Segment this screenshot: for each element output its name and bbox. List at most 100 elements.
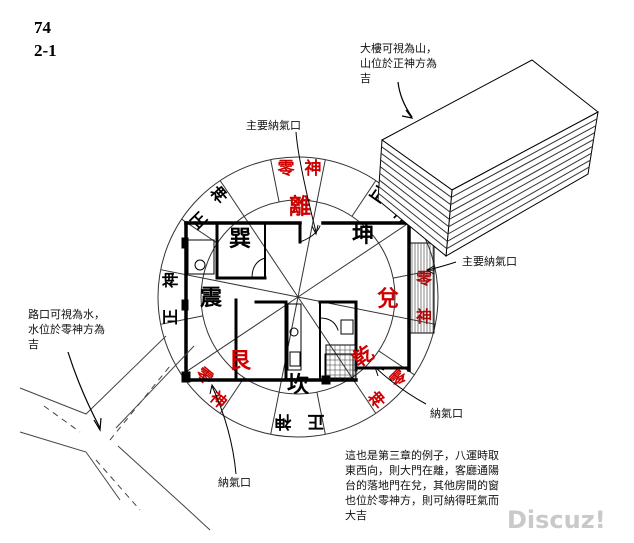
building-floor-line: [381, 146, 452, 198]
ring-label-top-left-char1: 正: [186, 208, 211, 233]
patio-grid: [325, 344, 357, 381]
annotation-inlet-bottom-right: 納氣口: [430, 406, 463, 420]
caption: 這也是第三章的例子，八運時取 東西向，則大門在離，客廳通陽 台的落地門在兌，其他…: [345, 448, 499, 522]
compass-spokes: [160, 159, 436, 435]
ring-label-top-left: 正 神: [186, 182, 232, 233]
road-centerline-3: [95, 459, 141, 511]
door-swing-bath: [319, 317, 339, 331]
annotation-building-line1: 大樓可視為山，: [360, 41, 437, 55]
ring-label-bottom-right-char2: 神: [365, 387, 389, 412]
building-floor-line: [446, 166, 590, 250]
trigram-kan: 坎: [287, 372, 309, 398]
inlet-bottom-left-pointer-head: [209, 383, 218, 395]
road-edge-1: [19, 335, 167, 415]
compass-spoke: [160, 315, 203, 325]
ring-label-left-char1: 正: [161, 309, 180, 325]
ring-label-bottom-left-char1: 零: [192, 363, 218, 389]
xun-toilet: [194, 259, 206, 271]
road-edge-2: [19, 431, 121, 501]
compass-spoke: [297, 218, 415, 298]
building-floor-line: [379, 179, 449, 235]
ring-label-top: 零 神: [277, 158, 322, 179]
building-pointer-head: [401, 109, 414, 119]
trigram-kun: 坤: [352, 222, 374, 248]
main-inlet-right-pointer-head: [425, 265, 435, 275]
ring-label-top-char2: 神: [305, 158, 322, 179]
annotation-road-line2: 水位於零神方為: [28, 322, 105, 336]
caption-line1: 這也是第三章的例子，八運時取: [345, 448, 499, 462]
column-1: [181, 237, 189, 249]
ring-label-bottom: 正 神: [275, 411, 325, 432]
trigram-xun: 巽: [229, 226, 251, 252]
building-floor-line: [380, 152, 451, 206]
kitchen-counter: [287, 303, 302, 371]
compass: [157, 156, 439, 438]
xun-bathroom: [187, 239, 215, 275]
road-centerline-1: [43, 405, 81, 433]
ring-label-top-left-char2: 神: [207, 182, 231, 207]
watermark: Discuz!: [507, 506, 606, 534]
kitchen-sink: [289, 327, 299, 337]
building-floor-line: [449, 139, 594, 220]
building-floor-line: [448, 146, 593, 228]
building-floor-line: [447, 152, 592, 235]
building-floor-line: [378, 186, 448, 242]
annotation-main-inlet-right: 主要納氣口: [462, 254, 517, 268]
road-pointer: [67, 351, 101, 429]
caption-line3: 台的落地門在兌，其他房間的窗: [345, 478, 499, 492]
building-floor-line: [451, 118, 598, 198]
annotation-road: 路口可視為水， 水位於零神方為 吉: [28, 307, 105, 351]
compass-spoke: [297, 159, 326, 298]
caption-line5: 大吉: [345, 508, 367, 522]
ring-label-left-char2: 神: [161, 272, 180, 288]
inner-ring: [200, 199, 396, 395]
building-floor-line: [450, 125, 597, 206]
column-2: [181, 299, 189, 311]
building-floor-line: [379, 166, 450, 220]
wall-xun-room: [215, 221, 267, 280]
building-floor-line: [380, 159, 451, 213]
ring-label-bottom-char2: 神: [275, 411, 292, 432]
annotation-building: 大樓可視為山， 山位於正神方為 吉: [360, 41, 437, 85]
balcony: [409, 242, 435, 334]
compass-spoke: [181, 296, 299, 376]
column-3: [181, 371, 191, 383]
annotation-main-inlet-top: 主要納氣口: [246, 118, 301, 132]
road-edge-4: [117, 445, 211, 531]
annotation-inlet-bottom-left: 納氣口: [218, 475, 251, 489]
compass-spoke: [270, 159, 280, 202]
annotation-building-line3: 吉: [360, 72, 371, 85]
wall-kitchen: [254, 300, 288, 382]
compass-spoke: [219, 377, 245, 414]
ring-label-top-char1: 零: [277, 159, 296, 179]
patio-grid-lines: [325, 344, 357, 381]
inlet-bottom-left-pointer: [211, 385, 237, 475]
building-pointer: [397, 81, 413, 118]
main-inlet-top-pointer-head: [311, 224, 319, 236]
inlet-bottom-right-pointer: [375, 367, 427, 405]
kitchen-stove: [289, 351, 301, 367]
building-floor-line: [379, 172, 449, 228]
caption-line4: 也位於零神方，則可納得旺氣而: [345, 493, 499, 507]
annotation-road-line3: 吉: [28, 338, 39, 351]
building-floor-line: [378, 192, 447, 250]
figure-number: 2-1: [34, 41, 57, 60]
building-floor-lines: [378, 118, 598, 250]
compass-spoke: [160, 269, 299, 298]
main-inlet-right-pointer: [427, 261, 457, 271]
ring-label-bottom-char1: 正: [308, 411, 325, 431]
building-floor-line: [449, 132, 595, 213]
ring-label-left: 正 神: [161, 272, 180, 325]
trigram-dui: 兌: [377, 286, 399, 312]
compass-spoke: [316, 392, 326, 435]
balcony-hatch: [411, 242, 434, 334]
trigram-li: 離: [289, 194, 311, 220]
road-centerline-2: [109, 365, 171, 441]
building-illustration: [377, 59, 599, 257]
building-floor-line: [447, 159, 591, 242]
bath-toilet: [340, 319, 354, 335]
compass-spoke: [219, 180, 299, 298]
outer-ring: [157, 156, 439, 438]
inlet-bottom-right-pointer-head: [374, 366, 385, 377]
